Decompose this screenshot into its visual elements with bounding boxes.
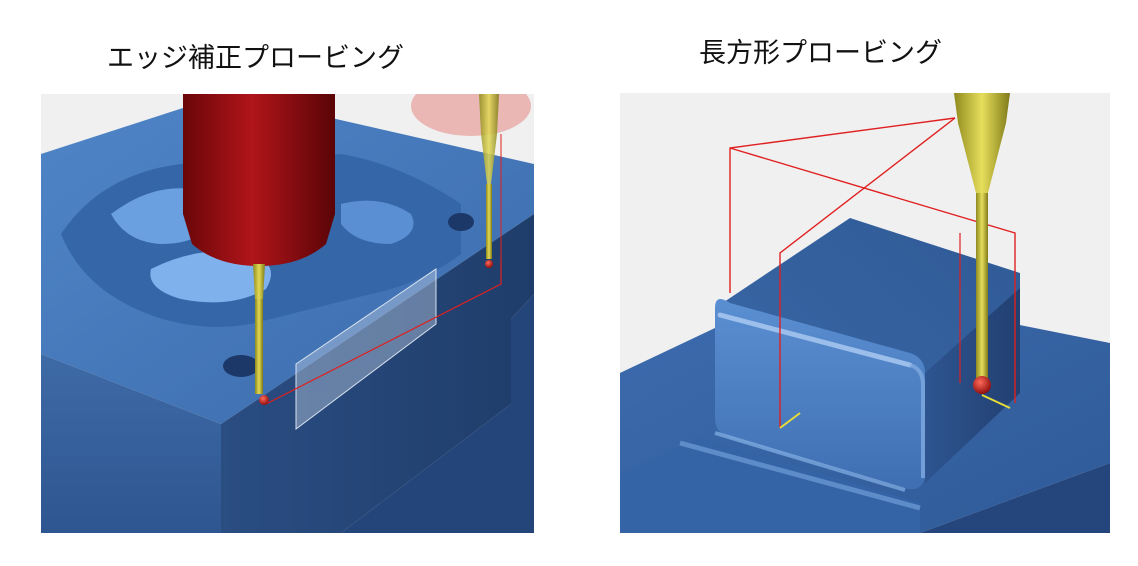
panel-title-edge-probing: エッジ補正プロービング — [107, 43, 404, 74]
rectangle-probing-viewport — [620, 93, 1110, 533]
panel-title-rectangle-probing: 長方形プロービング — [699, 38, 942, 69]
rectangle-probing-render — [620, 93, 1110, 533]
edge-probing-viewport — [41, 94, 534, 533]
edge-probing-render — [41, 94, 534, 533]
